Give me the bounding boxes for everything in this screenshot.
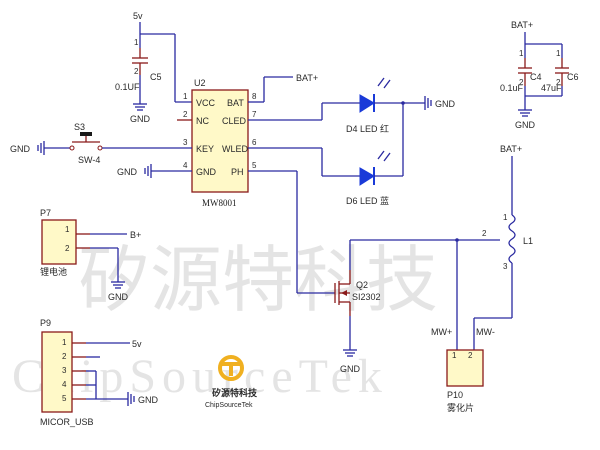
d6-label: D6 LED 蓝 <box>346 195 389 206</box>
svg-text:1: 1 <box>503 213 508 222</box>
led-d4 <box>359 77 391 113</box>
q2-ref: Q2 <box>356 280 368 290</box>
svg-text:3: 3 <box>62 366 67 375</box>
net-label-bat-plus-caps: BAT+ <box>511 20 533 30</box>
q2-part: SI2302 <box>352 292 381 302</box>
svg-text:GND: GND <box>117 167 138 177</box>
svg-text:3: 3 <box>503 262 508 271</box>
ground-symbol-p7 <box>111 281 125 289</box>
net-label-mw-minus: MW- <box>476 327 495 337</box>
watermark-english: ChipSourceTek <box>12 350 388 403</box>
u2-part: MW8001 <box>202 198 237 208</box>
svg-text:5: 5 <box>252 161 257 170</box>
svg-text:5: 5 <box>62 394 67 403</box>
svg-text:7: 7 <box>252 110 257 119</box>
svg-text:GND: GND <box>130 114 151 124</box>
c4-ref: C4 <box>530 72 542 82</box>
svg-text:1: 1 <box>183 92 188 101</box>
svg-text:1: 1 <box>452 351 457 360</box>
d4-label: D4 LED 红 <box>346 123 389 134</box>
c6-ref: C6 <box>567 72 579 82</box>
svg-text:GND: GND <box>108 292 129 302</box>
svg-text:GND: GND <box>515 120 536 130</box>
inductor-l1 <box>508 214 516 264</box>
svg-text:1: 1 <box>519 49 524 58</box>
p7-ref: P7 <box>40 208 51 218</box>
l1-ref: L1 <box>523 236 533 246</box>
p9-ref: P9 <box>40 318 51 328</box>
svg-text:CLED: CLED <box>222 116 247 126</box>
svg-text:3: 3 <box>183 138 188 147</box>
p10-label: 雾化片 <box>447 402 474 413</box>
svg-text:GND: GND <box>435 99 456 109</box>
p7-label: 锂电池 <box>40 266 67 277</box>
svg-text:GND: GND <box>138 395 159 405</box>
svg-text:4: 4 <box>183 161 188 170</box>
s3-part: SW-4 <box>78 155 100 165</box>
net-label-5v-p9: 5v <box>132 339 142 349</box>
svg-text:VCC: VCC <box>196 98 216 108</box>
svg-text:KEY: KEY <box>196 144 214 154</box>
svg-text:2: 2 <box>519 78 524 87</box>
net-label-b-plus: B+ <box>130 230 141 240</box>
svg-text:2: 2 <box>183 110 188 119</box>
capacitor-c6 <box>555 58 569 86</box>
svg-text:1: 1 <box>556 49 561 58</box>
u2-ref: U2 <box>194 78 206 88</box>
svg-text:4: 4 <box>62 380 67 389</box>
led-d6 <box>359 150 391 186</box>
ground-symbol-p9 <box>127 392 135 406</box>
chipsourcetek-logo <box>218 355 244 381</box>
logo-english: ChipSourceTek <box>205 402 253 409</box>
c5-ref: C5 <box>150 72 162 82</box>
watermark-chinese: 矽源特科技 <box>78 238 438 322</box>
connector-p9: 1 2 3 4 5 <box>41 331 86 413</box>
mosfet-q2 <box>334 270 351 316</box>
switch-s3 <box>69 132 103 151</box>
c4-value: 0.1uF <box>500 83 524 93</box>
s3-ref: S3 <box>74 122 85 132</box>
p10-ref: P10 <box>447 390 463 400</box>
svg-text:BAT: BAT <box>227 98 244 108</box>
capacitor-c5 <box>132 48 148 75</box>
svg-text:8: 8 <box>252 92 257 101</box>
capacitor-c4 <box>518 58 532 86</box>
ground-symbol-c5 <box>133 103 147 111</box>
svg-text:2: 2 <box>62 352 67 361</box>
svg-text:2: 2 <box>556 78 561 87</box>
net-label-mw-plus: MW+ <box>431 327 452 337</box>
svg-text:GND: GND <box>196 167 217 177</box>
p9-label: MICOR_USB <box>40 417 94 427</box>
ground-symbol-q2 <box>343 349 357 357</box>
c5-value: 0.1UF <box>115 82 140 92</box>
svg-text:WLED: WLED <box>222 144 249 154</box>
ground-symbol-caps <box>518 109 532 117</box>
svg-text:2: 2 <box>468 351 473 360</box>
net-label-5v-c5: 5v <box>133 11 143 21</box>
svg-text:1: 1 <box>134 38 139 47</box>
ground-symbol-led <box>424 96 432 110</box>
svg-text:1: 1 <box>65 225 70 234</box>
c6-value: 47uF <box>541 83 562 93</box>
svg-text:1: 1 <box>62 338 67 347</box>
ground-symbol-s3 <box>37 141 45 155</box>
connector-p10: 1 2 <box>446 349 484 387</box>
logo-chinese: 矽源特科技 <box>212 387 258 398</box>
svg-text:2: 2 <box>65 244 70 253</box>
svg-text:NC: NC <box>196 116 209 126</box>
chip-u2: U2 MW8001 1 VCC 2 NC 3 KEY 4 GND 8 BAT 7… <box>177 78 257 208</box>
svg-text:2: 2 <box>134 67 139 76</box>
connector-p7: 1 2 <box>41 219 90 265</box>
net-label-bat-plus-l1: BAT+ <box>500 144 522 154</box>
svg-text:GND: GND <box>340 364 361 374</box>
net-label-bat-plus-u2: BAT+ <box>296 73 318 83</box>
svg-text:2: 2 <box>482 229 487 238</box>
svg-text:GND: GND <box>10 144 31 154</box>
ground-symbol-u2 <box>144 164 152 178</box>
svg-text:6: 6 <box>252 138 257 147</box>
svg-text:PH: PH <box>231 167 244 177</box>
